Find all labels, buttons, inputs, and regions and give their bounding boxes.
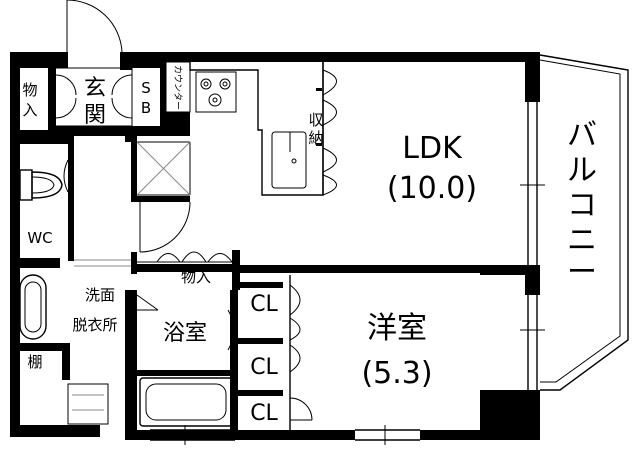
bath (137, 290, 238, 430)
western-room-label: 洋室 (367, 311, 427, 346)
entrance-label-2: 関 (84, 103, 106, 128)
closet-1-label: CL (250, 292, 278, 317)
balcony-label-3: コ (567, 188, 597, 223)
east-windows (520, 102, 545, 390)
balcony-label-2: ル (567, 153, 597, 188)
washroom-label-2: 脱衣所 (72, 316, 117, 334)
shelf-label: 棚 (27, 353, 42, 371)
ldk-size: (10.0) (387, 171, 477, 206)
ldk-storage-label-2: 納 (308, 129, 323, 147)
kitchen (189, 62, 324, 196)
storage-entry-label-1: 物 (22, 81, 37, 99)
ldk-label: LDK (402, 131, 463, 166)
shoe-box-label-1: S (141, 79, 151, 97)
closets (238, 275, 313, 430)
closet-2-label: CL (250, 355, 278, 380)
balcony-label-1: バ (567, 118, 597, 153)
storage-entry-label-2: 入 (22, 101, 37, 119)
middle-storage (137, 250, 240, 290)
counter-label: カウンター (172, 65, 183, 110)
balcony-outline (539, 54, 629, 391)
south-windows (150, 425, 420, 445)
western-room-size: (5.3) (361, 356, 432, 391)
wc-label: WC (27, 229, 52, 247)
ldk-storage (316, 62, 337, 196)
bath-label: 浴室 (163, 321, 207, 346)
hallway-walls (68, 136, 191, 274)
balcony-label-5: ー (567, 255, 597, 290)
counter (165, 61, 191, 113)
washroom-label-1: 洗面 (85, 286, 115, 304)
entrance-door-swing (66, 0, 123, 55)
balcony-label-4: ニ (567, 223, 597, 258)
washroom (10, 268, 159, 430)
wc-room (10, 144, 69, 258)
ldk-west-divider (237, 265, 525, 275)
entrance-label-1: 玄 (84, 76, 106, 101)
shoe-box-label-2: B (141, 99, 151, 117)
middle-storage-label: 物入 (181, 268, 211, 286)
entrance-block (10, 60, 190, 136)
closet-3-label: CL (250, 401, 278, 426)
ldk-storage-label-1: 収 (308, 111, 323, 129)
